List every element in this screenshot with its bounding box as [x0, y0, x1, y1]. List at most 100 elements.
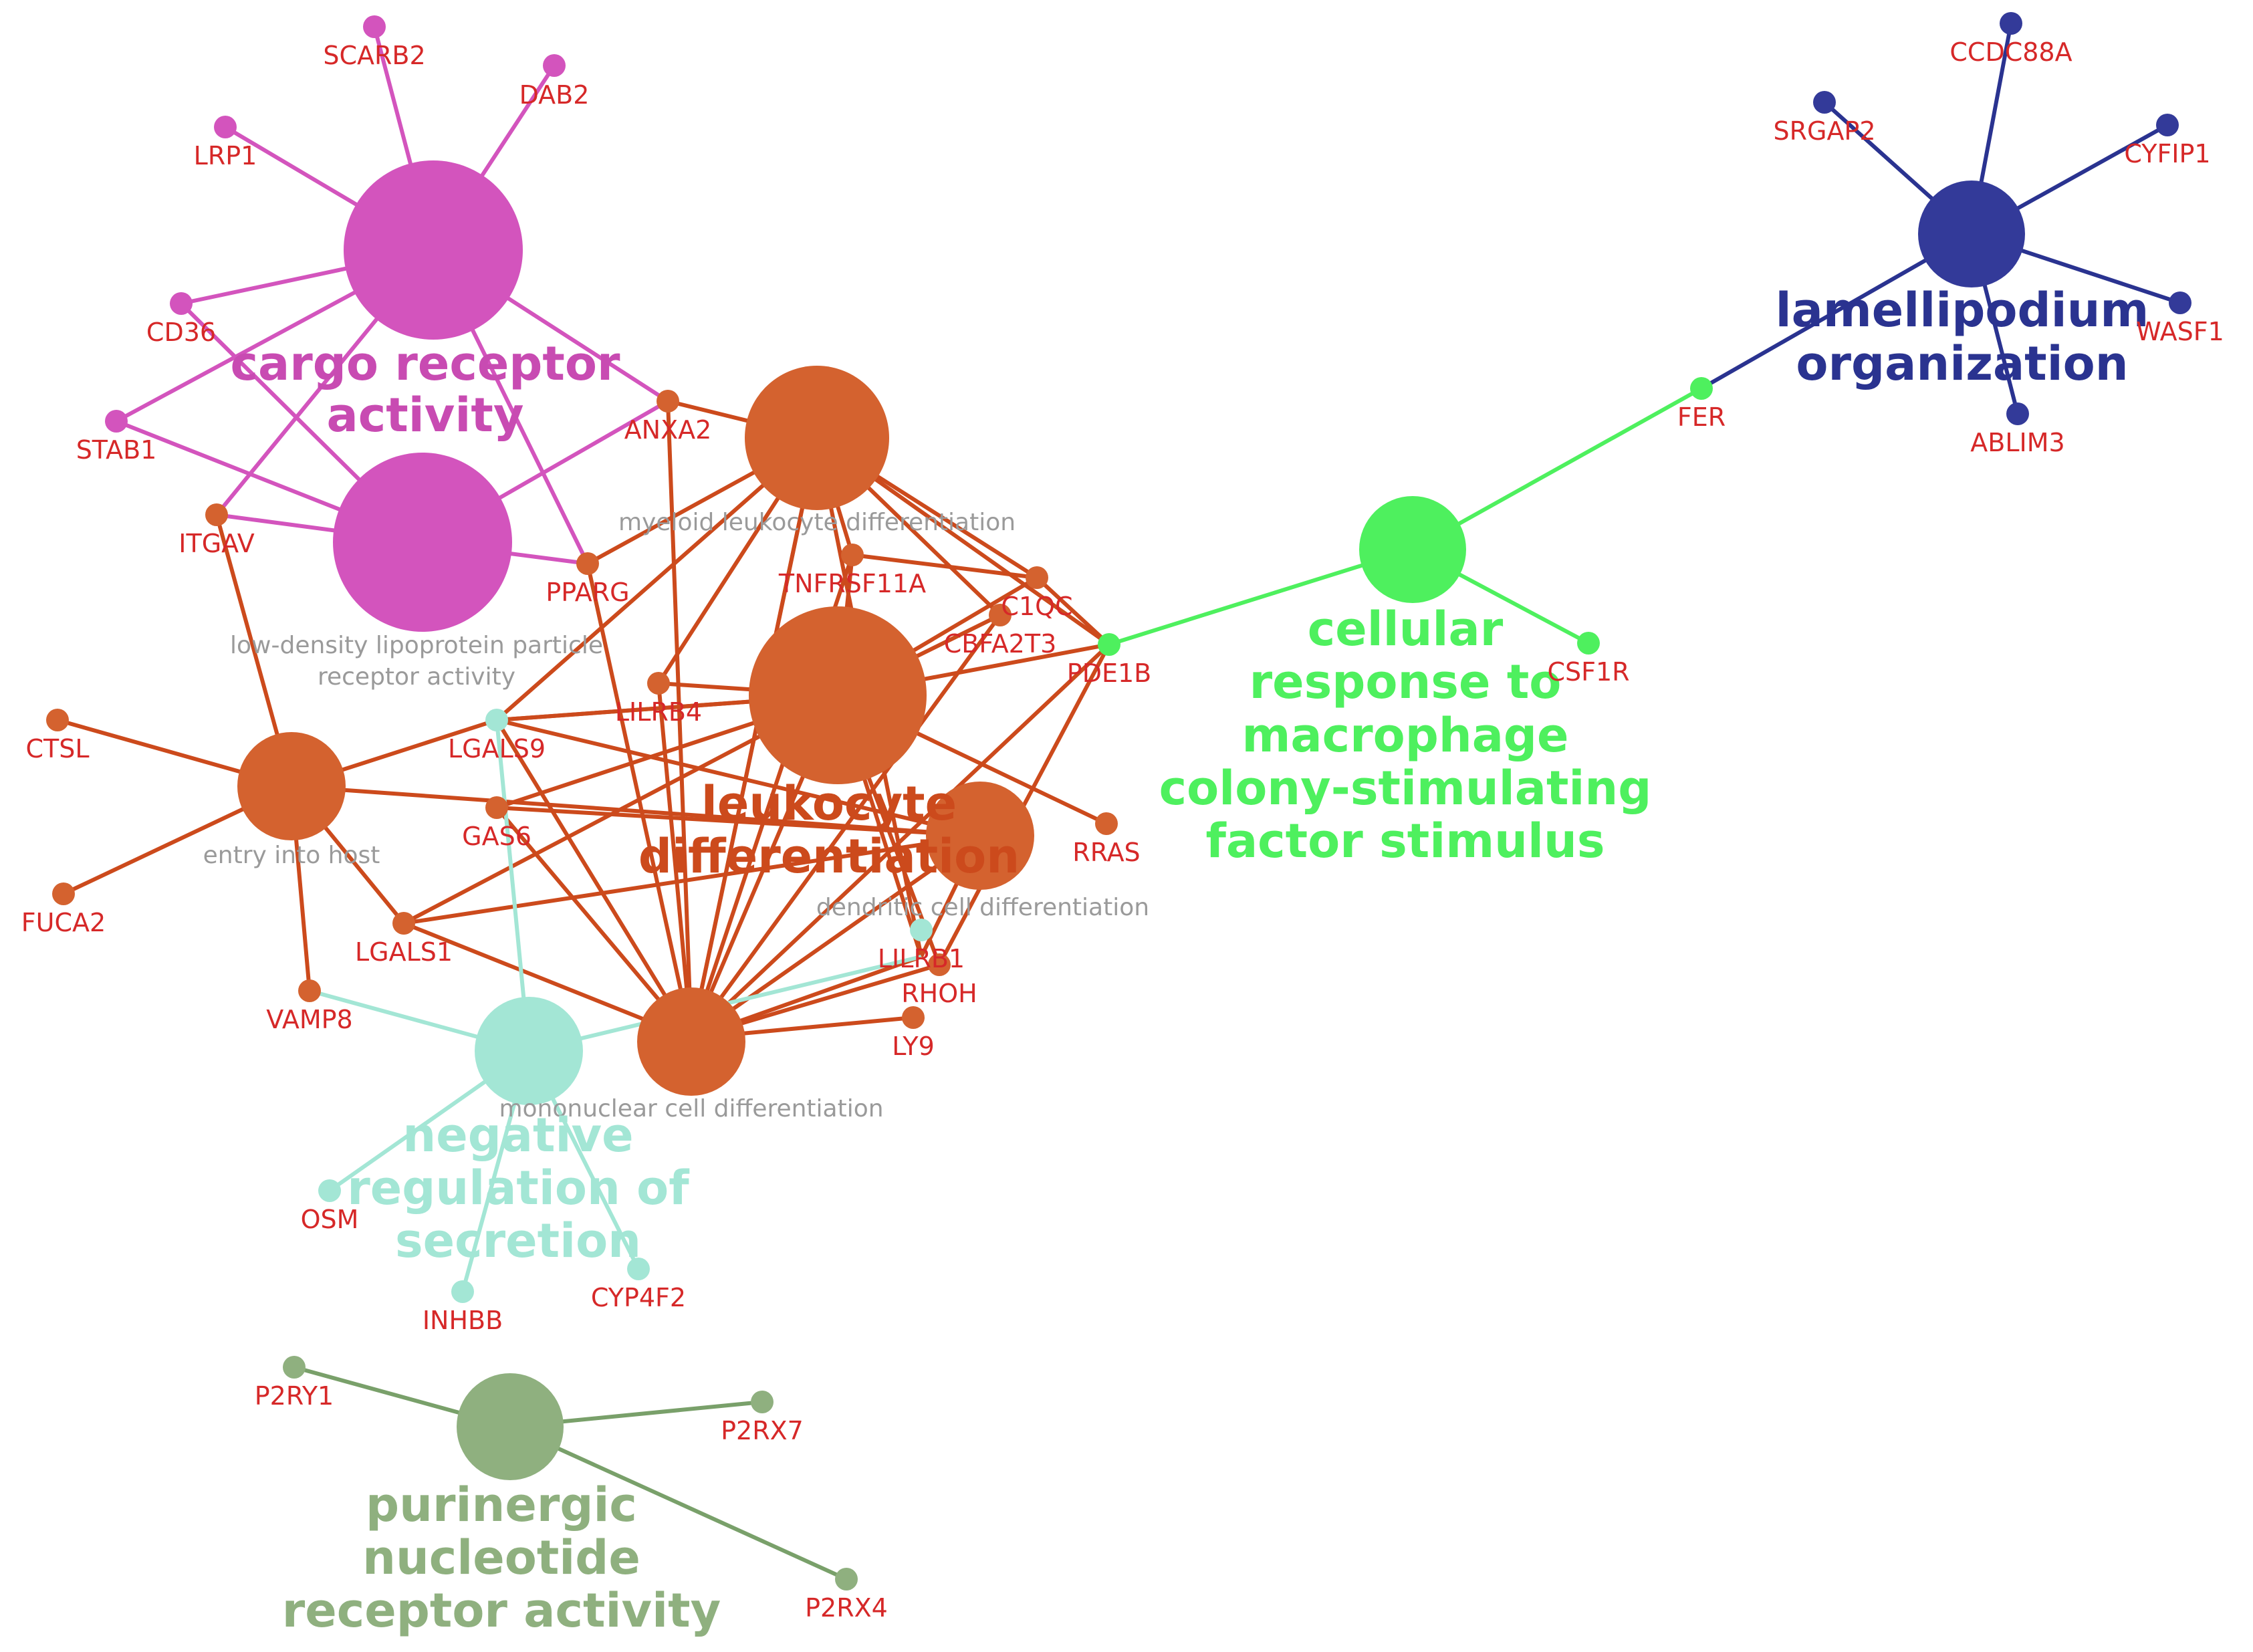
svg-text:negative: negative	[402, 1108, 633, 1163]
gene-node-anxa2	[657, 390, 679, 412]
gene-node-csf1r	[1577, 632, 1600, 655]
term-node-lamellipodium-organization	[1918, 181, 2025, 287]
svg-text:leukocyte: leukocyte	[701, 776, 957, 831]
gene-label-lgals9: LGALS9	[448, 734, 546, 763]
gene-label-lilrb1: LILRB1	[878, 944, 965, 973]
gene-label-itgav: ITGAV	[179, 529, 254, 558]
gene-node-cyp4f2	[627, 1258, 650, 1280]
gene-label-cd36: CD36	[146, 318, 216, 347]
gene-node-c1qc	[1026, 566, 1048, 589]
gene-nodes	[46, 12, 2191, 1590]
svg-text:regulation of: regulation of	[347, 1161, 690, 1215]
svg-text:differentiation: differentiation	[638, 829, 1020, 884]
term-node-mononuclear-cell-differentiation	[637, 987, 745, 1096]
term-node-myeloid-leukocyte-differentiation	[745, 366, 889, 510]
gene-label-pde1b: PDE1B	[1067, 659, 1151, 688]
term-node-purinergic-receptor-activity	[457, 1373, 564, 1480]
cluster-label-lamellipodium: lamellipodium organization	[1776, 283, 2149, 391]
gene-label-p2ry1: P2RY1	[255, 1381, 334, 1411]
gene-node-osm	[318, 1179, 341, 1202]
gene-node-cbfa2t3	[989, 604, 1012, 626]
gene-node-cyfip1	[2156, 114, 2179, 136]
gene-node-dab2	[543, 54, 566, 77]
term-label-ldl-2: receptor activity	[318, 663, 515, 691]
svg-text:factor stimulus: factor stimulus	[1205, 814, 1605, 868]
term-node-ldl-receptor-activity	[333, 453, 512, 632]
cluster-label-csf: cellular response to macrophage colony-s…	[1159, 602, 1652, 868]
gene-node-stab1	[105, 410, 128, 433]
gene-label-ccdc88a: CCDC88A	[1949, 37, 2072, 67]
svg-text:organization: organization	[1796, 336, 2128, 391]
gene-node-lrp1	[214, 116, 237, 138]
gene-node-pparg	[576, 552, 599, 575]
gene-label-lgals1: LGALS1	[355, 937, 453, 967]
gene-node-wasf1	[2169, 291, 2191, 314]
gene-label-stab1: STAB1	[76, 435, 157, 465]
term-labels: low-density lipoprotein particle recepto…	[203, 509, 1149, 1123]
edges-leukocyte	[57, 399, 1111, 1040]
svg-text:cargo receptor: cargo receptor	[231, 336, 620, 391]
gene-label-fer: FER	[1677, 402, 1726, 432]
svg-text:lamellipodium: lamellipodium	[1776, 283, 2149, 338]
gene-node-ccdc88a	[2000, 12, 2022, 35]
gene-node-ly9	[902, 1006, 925, 1029]
svg-text:activity: activity	[327, 388, 524, 443]
gene-node-fer	[1690, 377, 1713, 400]
term-node-leukocyte-differentiation	[749, 606, 927, 784]
gene-node-rhoh	[928, 953, 951, 976]
gene-label-vamp8: VAMP8	[266, 1005, 352, 1034]
term-node-cargo-receptor-activity	[344, 160, 523, 340]
gene-node-scarb2	[363, 15, 386, 38]
gene-label-anxa2: ANXA2	[624, 415, 712, 445]
term-node-dendritic-cell-differentiation	[926, 782, 1034, 890]
gene-node-inhbb	[451, 1280, 474, 1303]
gene-node-lgals9	[485, 709, 508, 731]
gene-label-ablim3: ABLIM3	[1970, 428, 2064, 457]
gene-label-p2rx4: P2RX4	[805, 1593, 888, 1623]
gene-label-rras: RRAS	[1072, 838, 1140, 867]
gene-node-p2rx4	[835, 1568, 858, 1590]
gene-label-cyfip1: CYFIP1	[2124, 139, 2210, 168]
gene-label-pparg: PPARG	[546, 578, 629, 607]
term-label-ldl-1: low-density lipoprotein particle	[230, 632, 603, 659]
term-label-mononuclear: mononuclear cell differentiation	[499, 1095, 883, 1123]
gene-label-lrp1: LRP1	[194, 141, 257, 170]
gene-label-ctsl: CTSL	[25, 734, 89, 763]
gene-label-wasf1: WASF1	[2136, 317, 2224, 346]
gene-node-gas6	[485, 796, 508, 819]
gene-node-rras	[1095, 812, 1118, 835]
gene-label-ly9: LY9	[892, 1032, 935, 1061]
gene-node-itgav	[205, 503, 228, 526]
gene-node-srgap2	[1813, 91, 1836, 114]
gene-node-fuca2	[52, 882, 75, 905]
gene-node-cd36	[170, 292, 193, 315]
svg-text:cellular: cellular	[1308, 602, 1504, 657]
gene-node-lilrb1	[910, 919, 933, 941]
svg-text:nucleotide: nucleotide	[362, 1530, 640, 1585]
gene-node-lilrb4	[647, 672, 670, 695]
gene-node-ctsl	[46, 709, 69, 731]
cluster-label-cargo: cargo receptor activity	[231, 336, 620, 443]
term-label-dendritic: dendritic cell differentiation	[816, 894, 1149, 921]
cluster-label-negative: negative regulation of secretion	[347, 1108, 690, 1268]
gene-label-rhoh: RHOH	[901, 979, 977, 1008]
gene-label-csf1r: CSF1R	[1547, 657, 1629, 687]
gene-label-gas6: GAS6	[462, 822, 531, 851]
gene-node-pde1b	[1098, 633, 1120, 656]
term-label-entry: entry into host	[203, 842, 380, 869]
gene-label-cbfa2t3: CBFA2T3	[944, 629, 1057, 659]
gene-node-ablim3	[2006, 402, 2029, 425]
gene-label-dab2: DAB2	[519, 80, 590, 110]
gene-label-srgap2: SRGAP2	[1773, 116, 1875, 146]
gene-labels: SCARB2 DAB2 LRP1 CD36 STAB1 ITGAV ANXA2 …	[21, 37, 2224, 1623]
gene-node-tnfrsf11a	[841, 544, 864, 566]
gene-node-p2ry1	[283, 1356, 306, 1379]
term-label-myeloid: myeloid leukocyte differentiation	[618, 509, 1016, 536]
gene-label-lilrb4: LILRB4	[615, 697, 702, 727]
gene-label-cyp4f2: CYP4F2	[591, 1283, 686, 1312]
cluster-label-purinergic: purinergic nucleotide receptor activity	[282, 1478, 721, 1638]
gene-label-tnfrsf11a: TNFRSF11A	[778, 569, 926, 598]
svg-text:colony-stimulating: colony-stimulating	[1159, 761, 1652, 816]
gene-node-lgals1	[392, 912, 415, 935]
